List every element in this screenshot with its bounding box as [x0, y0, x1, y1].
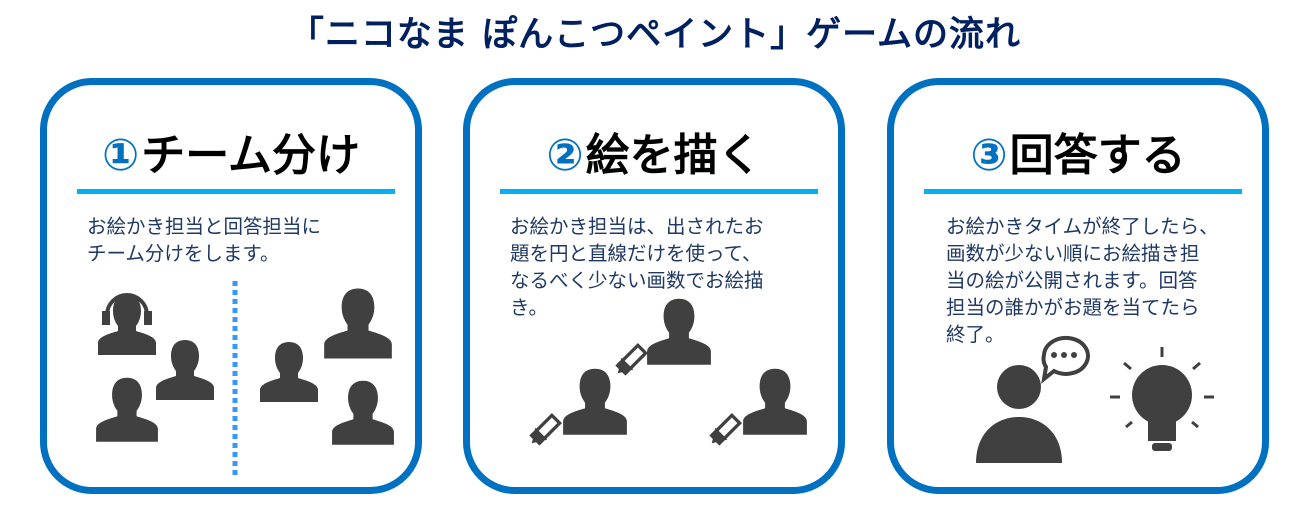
description-line: お絵かき担当と回答担当に: [87, 215, 322, 238]
person-icon: [332, 380, 394, 445]
step-number: ①: [102, 130, 140, 181]
drawing-illustration: [528, 298, 807, 447]
pencil-icon: [614, 343, 648, 377]
step-description: お絵かきタイムが終了したら、 画数が少ない順にお絵描き担 当の絵が公開されます。…: [946, 213, 1219, 348]
step-card-team: ①チーム分け お絵かき担当と回答担当に チーム分けをします。: [40, 78, 422, 494]
step-number: ②: [546, 130, 584, 181]
person-icon: [743, 368, 807, 435]
step-description: お絵かき担当と回答担当に チーム分けをします。: [87, 213, 321, 267]
description-line: 終了。: [946, 323, 1005, 346]
description-line: 当の絵が公開されます。回答: [946, 269, 1198, 292]
person-icon: [156, 340, 214, 400]
description-line: 画数が少ない順にお絵描き担: [946, 242, 1200, 265]
divider: [924, 189, 1242, 194]
step-description: お絵かき担当は、出されたお 題を円と直線だけを使って、 なるべく少ない画数でお絵…: [510, 213, 764, 321]
divider: [77, 189, 395, 194]
lightbulb-icon: [1110, 347, 1214, 451]
speaking-person-icon: [976, 335, 1090, 463]
person-icon: [324, 288, 392, 359]
step-number: ③: [970, 130, 1008, 181]
divider: [500, 189, 818, 194]
step-title: 絵を描く: [585, 130, 762, 181]
step-heading: ②絵を描く: [470, 119, 838, 183]
step-title: 回答する: [1009, 130, 1186, 181]
step-title: チーム分け: [141, 130, 360, 181]
person-icon: [563, 368, 627, 435]
description-line: 題を円と直線だけを使って、: [510, 242, 762, 265]
step-card-answer: ③回答する お絵かきタイムが終了したら、 画数が少ない順にお絵描き担 当の絵が公…: [887, 78, 1269, 494]
pencil-icon: [708, 413, 742, 447]
page-title: 「ニコなま ぽんこつペイント」ゲームの流れ: [288, 15, 1022, 55]
step-card-draw: ②絵を描く お絵かき担当は、出されたお 題を円と直線だけを使って、 なるべく少な…: [463, 78, 845, 494]
step-heading: ③回答する: [894, 119, 1262, 183]
answer-illustration: [976, 335, 1214, 463]
step-heading: ①チーム分け: [47, 119, 415, 183]
description-line: チーム分けをします。: [87, 242, 280, 265]
description-line: なるべく少ない画数でお絵描: [510, 269, 764, 292]
description-line: お絵かき担当は、出されたお: [510, 215, 764, 238]
person-icon: [647, 298, 711, 365]
person-icon: [260, 342, 318, 402]
team-illustration: [96, 281, 394, 477]
description-line: 担当の誰かがお題を当てたら: [946, 296, 1200, 319]
person-icon: [96, 377, 158, 442]
description-line: お絵かきタイムが終了したら、: [946, 215, 1219, 238]
description-line: き。: [510, 296, 549, 319]
pencil-icon: [528, 413, 562, 447]
operator-headset-icon: [98, 293, 156, 355]
